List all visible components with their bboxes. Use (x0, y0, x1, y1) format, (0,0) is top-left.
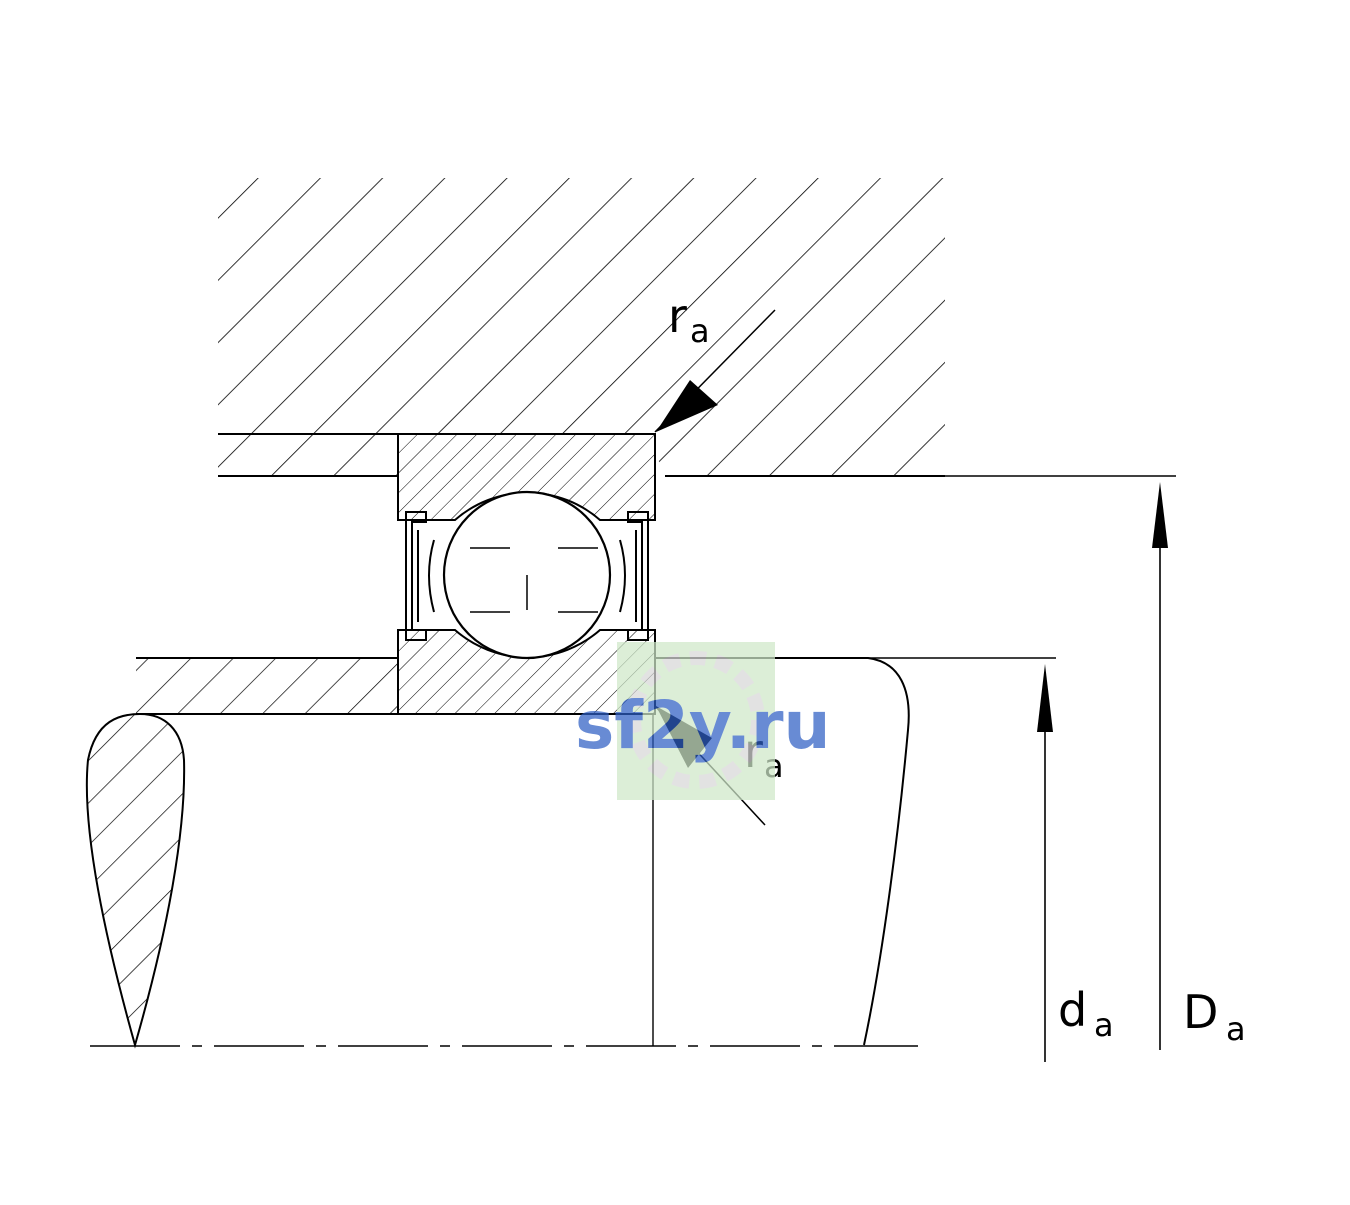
label-Da-main: D (1183, 985, 1218, 1039)
label-ra-top-main: r (668, 289, 687, 343)
label-da-main: d (1058, 983, 1087, 1037)
shaft-contour (655, 657, 910, 1046)
label-Da: D a (1183, 985, 1246, 1048)
watermark-bearing-icon (627, 651, 765, 789)
watermark-text: sf2y.ru (575, 687, 831, 764)
bearing-seal-left (405, 511, 435, 641)
dimension-Da (1152, 482, 1168, 1050)
dimension-da (1037, 664, 1053, 1062)
label-da-sub: a (1094, 1006, 1114, 1044)
extension-lines (655, 475, 1176, 659)
fillet-leader-top (654, 309, 776, 433)
shaft-break-section (85, 712, 186, 1049)
label-Da-sub: a (1226, 1010, 1246, 1048)
label-da: d a (1058, 983, 1114, 1044)
watermark-badge (617, 642, 775, 800)
label-ra-top-sub: a (690, 312, 710, 350)
label-ra-top: r a (668, 289, 710, 350)
bearing-seal-right (619, 511, 649, 641)
bearing-ball (442, 490, 612, 660)
watermark: sf2y.ru (575, 642, 831, 800)
housing-section (218, 178, 945, 477)
